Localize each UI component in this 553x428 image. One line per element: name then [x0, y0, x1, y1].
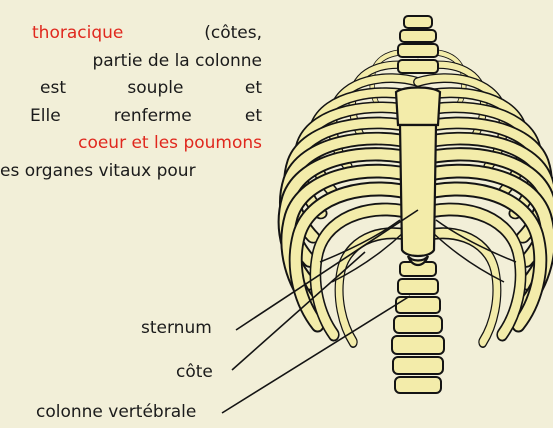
vertebra-c3 [398, 44, 438, 57]
vertebra-l3 [396, 297, 440, 313]
sternum-body [400, 125, 436, 256]
manubrium [396, 88, 440, 126]
label-cote: côte [176, 362, 213, 382]
vertebra-l5 [392, 336, 444, 354]
vertebra-s2 [395, 377, 441, 393]
vertebra-l4 [394, 316, 442, 333]
vertebra-s1 [393, 357, 443, 374]
label-colonne-vertebrale: colonne vertébrale [36, 402, 196, 422]
vertebra-c2 [400, 30, 436, 42]
vertebra-l2 [398, 279, 438, 294]
sternum-bone [396, 88, 440, 266]
label-sternum: sternum [141, 318, 212, 338]
vertebra-c1 [404, 16, 432, 28]
vertebra-c4 [398, 60, 438, 73]
